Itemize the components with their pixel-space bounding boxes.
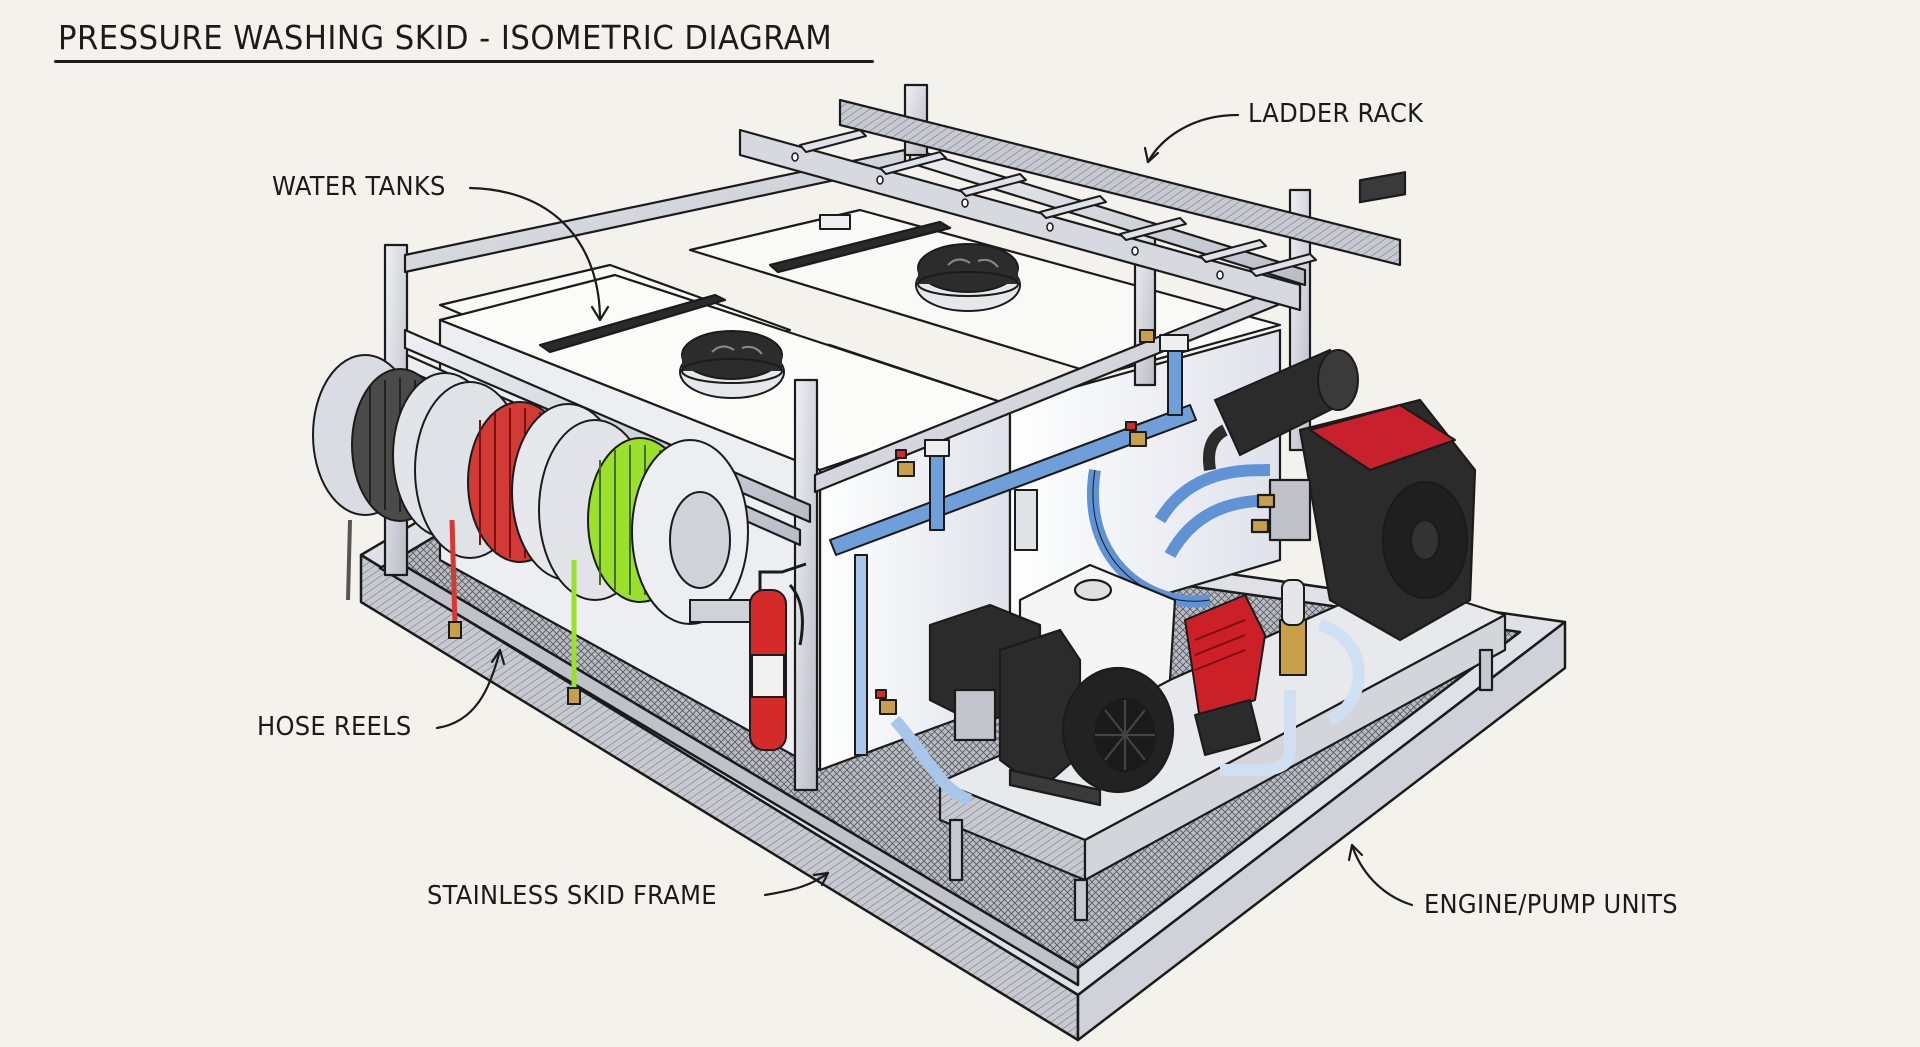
arrow-engine-pump-units bbox=[1350, 843, 1414, 907]
muffler bbox=[1203, 348, 1359, 471]
pressure-pump bbox=[1184, 579, 1307, 756]
label-water-tanks: WATER TANKS bbox=[272, 172, 446, 202]
arrow-water-tanks bbox=[468, 186, 602, 322]
plumbing bbox=[819, 214, 1365, 806]
hose-reel-green bbox=[538, 419, 751, 705]
engine-small bbox=[928, 563, 1177, 807]
arrow-stainless-skid-frame bbox=[763, 871, 830, 897]
callout-arrows bbox=[435, 113, 1414, 907]
title-underline bbox=[54, 60, 874, 63]
fire-extinguisher bbox=[749, 562, 807, 751]
label-ladder-rack: LADDER RACK bbox=[1248, 99, 1424, 129]
hose-reels bbox=[312, 354, 751, 705]
tank-cap bbox=[679, 330, 785, 399]
tank-caps bbox=[679, 243, 1021, 399]
engine-large bbox=[1250, 171, 1477, 642]
ladder-rack bbox=[738, 83, 1402, 312]
arrow-ladder-rack bbox=[1146, 113, 1240, 164]
diagram-title: PRESSURE WASHING SKID - ISOMETRIC DIAGRA… bbox=[58, 18, 833, 57]
arrow-hose-reels bbox=[435, 648, 502, 730]
ladder-rungs bbox=[799, 129, 1317, 277]
tank-cap bbox=[915, 243, 1021, 312]
label-engine-pump-units: ENGINE/PUMP UNITS bbox=[1424, 890, 1678, 920]
label-hose-reels: HOSE REELS bbox=[257, 712, 412, 742]
label-stainless-skid-frame: STAINLESS SKID FRAME bbox=[427, 881, 717, 911]
